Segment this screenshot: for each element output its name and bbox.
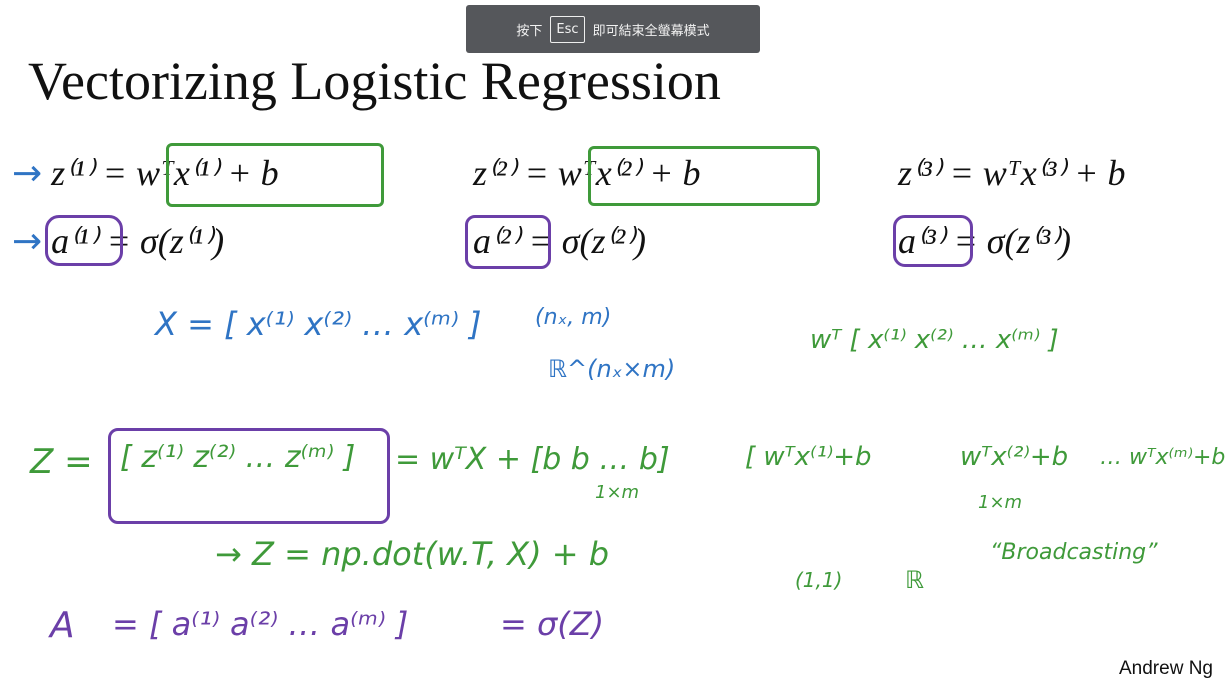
highlight-box [166, 143, 384, 207]
equation-z1: → z⁽¹⁾ = wᵀx⁽¹⁾ + b [12, 153, 279, 194]
z-label: Z = [30, 442, 93, 482]
highlight-box [108, 428, 390, 524]
numpy-expression: → Z = np.dot(w.T, X) + b [215, 535, 610, 573]
a-vector: = [ a⁽¹⁾ a⁽²⁾ … a⁽ᵐ⁾ ] [112, 605, 409, 643]
z-result-2: wᵀx⁽²⁾+b [960, 442, 1069, 472]
fullscreen-exit-notice: 按下 Esc 即可結束全螢幕模式 [466, 5, 760, 53]
x-space-note: ℝ^(nₓ×m) [548, 355, 676, 383]
notice-suffix: 即可結束全螢幕模式 [592, 23, 710, 39]
highlight-box [465, 215, 551, 269]
dimension-note: 1×m [595, 482, 640, 503]
x-matrix-definition: X = [ x⁽¹⁾ x⁽²⁾ … x⁽ᵐ⁾ ] [155, 305, 482, 343]
x-shape-note: (nₓ, m) [535, 305, 612, 330]
highlight-box [588, 146, 820, 206]
a-label: A [50, 605, 75, 646]
z-expression: = wᵀX + [b b … b] [395, 442, 670, 477]
equation-a3: a⁽³⁾ = σ(z⁽³⁾) [898, 221, 1071, 261]
arrow-icon: → [12, 153, 43, 194]
author-credit: Andrew Ng [1119, 658, 1213, 679]
b-shape-note: (1,1) [795, 568, 843, 592]
esc-key[interactable]: Esc [550, 15, 585, 43]
slide-title: Vectorizing Logistic Regression [28, 51, 721, 111]
broadcasting-note: “Broadcasting” [990, 540, 1158, 565]
dimension-note-2: 1×m [978, 492, 1023, 513]
wt-x-matrix: wᵀ [ x⁽¹⁾ x⁽²⁾ … x⁽ᵐ⁾ ] [810, 325, 1059, 355]
z-result-1: [ wᵀx⁽¹⁾+b [745, 442, 872, 472]
z-result-3: … wᵀx⁽ᵐ⁾+b ] [1100, 445, 1225, 470]
arrow-icon: → [12, 221, 43, 262]
highlight-box [893, 215, 973, 267]
equation-z2: z⁽²⁾ = wᵀx⁽²⁾ + b [473, 153, 701, 193]
highlight-box [45, 215, 123, 266]
z-vector: [ z⁽¹⁾ z⁽²⁾ … z⁽ᵐ⁾ ] [120, 440, 356, 475]
b-space-note: ℝ [905, 566, 925, 594]
a-sigma: = σ(Z) [500, 605, 605, 643]
equation-z3: z⁽³⁾ = wᵀx⁽³⁾ + b [898, 153, 1126, 193]
notice-prefix: 按下 [516, 23, 543, 39]
